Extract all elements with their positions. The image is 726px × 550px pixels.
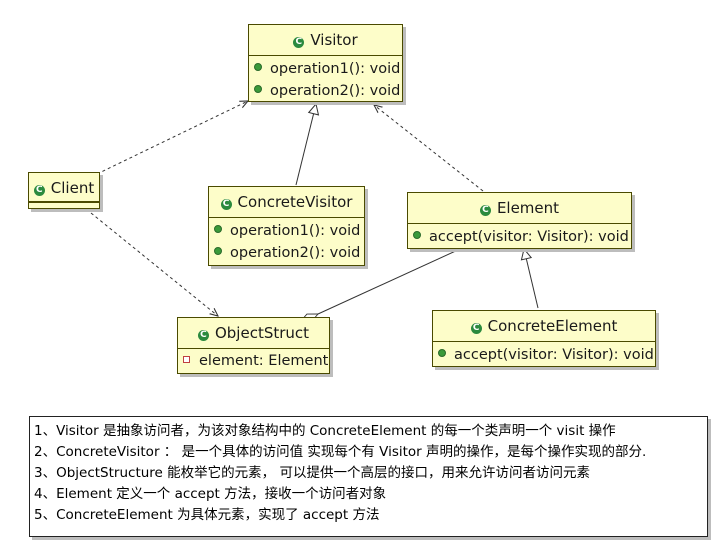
concrete-element-class-name: ConcreteElement [487,317,618,335]
client-class-header: C Client [29,173,99,202]
concretevisitor-visitor-generalization [295,104,316,186]
class-c-icon: C [470,323,482,334]
object-struct-class-header: C ObjectStruct [178,318,329,349]
visitor-class-header: C Visitor [249,25,402,56]
public-method-icon [438,349,446,357]
object-struct-class[interactable]: C ObjectStruct element: Element [177,317,330,374]
public-method-icon [214,225,222,233]
private-field-icon [183,356,190,363]
element-class[interactable]: C Element accept(visitor: Visitor): void [407,192,632,249]
client-empty-compartment [29,202,99,205]
concrete-visitor-class[interactable]: C ConcreteVisitor operation1(): void oper… [208,186,365,266]
visitor-method: operation1(): void [249,58,402,80]
object-struct-field: element: Element [178,349,329,373]
concrete-visitor-class-name: ConcreteVisitor [237,193,353,211]
concrete-visitor-class-header: C ConcreteVisitor [209,187,364,218]
objectstruct-element-aggregation [318,248,461,314]
note-line: 2、ConcreteVisitor ： 是一个具体的访问值 实现每个有 Visi… [34,444,647,460]
concrete-visitor-method: operation1(): void [209,220,364,242]
concrete-element-method: accept(visitor: Visitor): void [433,344,655,366]
description-note: 1、Visitor 是抽象访问者，为该对象结构中的 ConcreteElemen… [29,416,708,537]
public-method-icon [413,231,421,239]
concrete-element-class[interactable]: C ConcreteElement accept(visitor: Visitor… [432,310,656,367]
note-line: 4、Element 定义一个 accept 方法，接收一个访问者对象 [34,486,387,502]
concrete-visitor-method: operation2(): void [209,242,364,264]
client-class-name: Client [50,179,95,197]
client-visitor-dependency [96,101,248,175]
public-method-icon [254,85,262,93]
client-class[interactable]: C Client [28,172,100,209]
public-method-icon [214,247,222,255]
class-c-icon: C [33,185,45,196]
visitor-class[interactable]: C Visitor operation1(): void operation2()… [248,24,403,102]
class-c-icon: C [293,37,305,48]
class-c-icon: C [479,205,491,216]
visitor-method: operation2(): void [249,80,402,102]
public-method-icon [254,63,262,71]
element-method: accept(visitor: Visitor): void [408,226,631,248]
element-class-header: C Element [408,193,631,224]
class-c-icon: C [220,199,232,210]
element-class-name: Element [496,199,560,217]
note-line: 5、ConcreteElement 为具体元素，实现了 accept 方法 [34,507,380,523]
note-line: 1、Visitor 是抽象访问者，为该对象结构中的 ConcreteElemen… [34,423,616,439]
note-line: 3、ObjectStructure 能枚举它的元素， 可以提供一个高层的接口，用… [34,465,590,481]
element-visitor-dependency [374,105,484,192]
class-c-icon: C [197,330,209,341]
concrete-element-class-header: C ConcreteElement [433,311,655,342]
client-objectstruct-dependency [90,212,218,316]
object-struct-class-name: ObjectStruct [214,324,310,342]
concreteelement-element-generalization [524,249,539,309]
visitor-class-name: Visitor [310,31,358,49]
